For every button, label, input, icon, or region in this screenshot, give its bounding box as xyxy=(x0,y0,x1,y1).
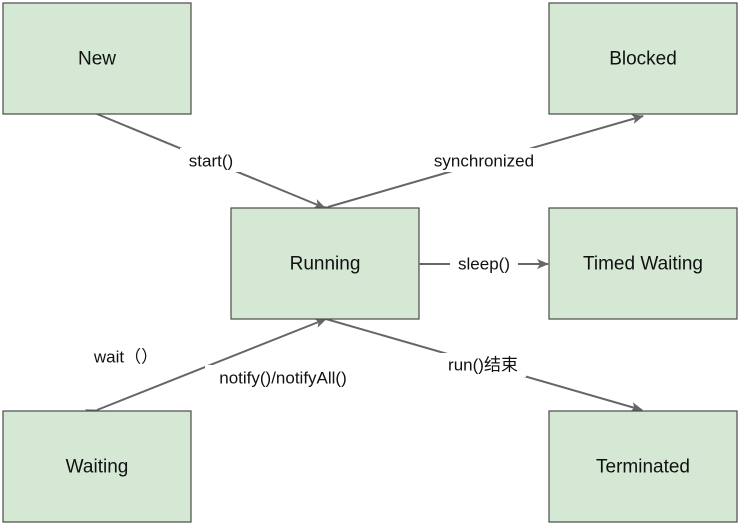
state-blocked-label: Blocked xyxy=(609,49,677,70)
state-new: New xyxy=(2,2,192,115)
edge-label-run-end: run()结束 xyxy=(448,356,518,375)
state-terminated-label: Terminated xyxy=(596,457,690,478)
edge-label-sleep: sleep() xyxy=(458,255,510,274)
state-waiting-label: Waiting xyxy=(66,457,129,478)
edge-label-synchronized: synchronized xyxy=(434,152,534,171)
state-new-label: New xyxy=(78,49,116,70)
state-running-label: Running xyxy=(290,254,361,275)
state-timed-waiting-label: Timed Waiting xyxy=(583,254,703,275)
state-running: Running xyxy=(230,207,420,320)
state-blocked: Blocked xyxy=(548,2,738,115)
edge-label-notify: notify()/notifyAll() xyxy=(219,369,347,388)
edge-label-start: start() xyxy=(189,152,233,171)
edge-label-wait: wait（） xyxy=(93,348,158,367)
state-waiting: Waiting xyxy=(2,410,192,523)
state-timed-waiting: Timed Waiting xyxy=(548,207,738,320)
edge-wait-notify xyxy=(84,318,327,419)
state-terminated: Terminated xyxy=(548,410,738,523)
